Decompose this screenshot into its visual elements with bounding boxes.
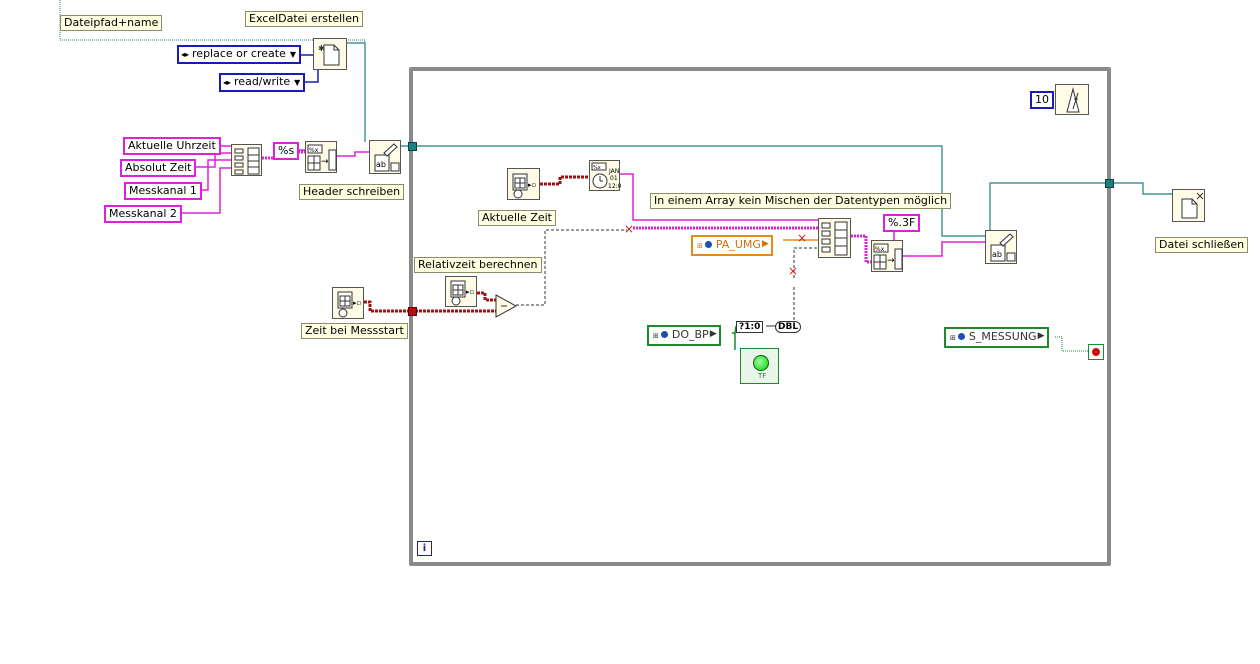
open-create-file-icon[interactable]: ✱ [313,38,347,70]
const-format-s[interactable]: %s [273,142,300,160]
global-var-icon: ⊞ [950,334,956,342]
enum-replace-or-create[interactable]: ◂▸replace or create▼ [177,45,301,64]
iteration-terminal[interactable]: i [417,541,432,556]
svg-text:ab: ab [376,160,386,169]
while-loop-frame[interactable] [409,67,1111,566]
globe-icon [704,241,712,248]
loop-tunnel-refnum-in[interactable] [408,142,417,151]
globe-icon [957,333,965,340]
wait-ms-metronome-icon[interactable] [1055,84,1089,115]
get-time-start-icon[interactable]: ▸▫ [332,287,364,319]
array-to-spreadsheet-icon[interactable]: %x→ [305,141,337,173]
get-time-relative-icon[interactable]: ▸▫ [445,276,477,307]
build-array-loop-icon[interactable] [818,218,851,258]
arrow-out-icon: ▶ [1037,331,1045,341]
stop-icon [1092,348,1100,356]
svg-text:×: × [797,231,807,245]
label-relativzeit: Relativzeit berechnen [414,257,542,273]
globe-icon [660,331,668,338]
label-aktuelle-zeit: Aktuelle Zeit [478,210,556,226]
enum-read-write[interactable]: ◂▸read/write▼ [219,73,306,92]
global-var-icon: ⊞ [653,332,659,340]
bool-to-number-icon[interactable]: ?1:0 [736,321,764,333]
const-messkanal-1[interactable]: Messkanal 1 [124,182,202,200]
const-aktuelle-uhrzeit[interactable]: Aktuelle Uhrzeit [123,137,221,155]
const-format-3f[interactable]: %.3F [883,214,921,232]
global-var-do-bp[interactable]: ⊞DO_BP▶ [647,325,721,346]
write-text-file-loop-icon[interactable]: ab [985,230,1017,264]
build-array-icon[interactable] [231,144,262,176]
label-header-schreiben: Header schreiben [299,184,405,200]
tf-icon: TF [758,372,767,380]
dropdown-icon: ▼ [289,50,296,59]
svg-text:→: → [321,157,329,167]
boolean-led-indicator[interactable]: TF [740,348,779,384]
svg-text:▸▫: ▸▫ [466,288,474,296]
enum-arrows-icon: ◂▸ [223,78,232,87]
const-messkanal-2[interactable]: Messkanal 2 [104,205,182,223]
const-wait-ms[interactable]: 10 [1030,91,1054,109]
write-text-file-icon[interactable]: ab [369,140,401,174]
svg-text:JAN: JAN [608,168,619,175]
loop-tunnel-refnum-out[interactable] [1105,179,1114,188]
get-date-time-icon[interactable]: ▸▫ [507,168,540,200]
svg-text:×: × [788,264,798,278]
label-excel-erstellen: ExcelDatei erstellen [245,11,363,27]
svg-text:%x: %x [875,246,885,253]
const-absolut-zeit[interactable]: Absolut Zeit [120,159,197,177]
label-dateipfad: Dateipfad+name [60,15,163,31]
svg-text:%x: %x [309,147,319,154]
label-zeit-messstart: Zeit bei Messstart [301,323,408,339]
loop-stop-terminal[interactable] [1088,344,1104,360]
loop-tunnel-timestamp-in[interactable] [408,307,417,316]
svg-text:%x: %x [593,165,601,171]
label-array-hinweis: In einem Array kein Mischen der Datentyp… [650,193,952,209]
dropdown-icon: ▼ [294,78,301,87]
arrow-out-icon: ▶ [761,239,769,249]
array-to-spreadsheet-loop-icon[interactable]: %x→ [871,240,903,272]
close-file-icon[interactable] [1172,189,1205,222]
svg-text:✱: ✱ [318,44,325,53]
global-var-icon: ⊞ [697,242,703,250]
subtract-icon[interactable] [495,294,517,318]
svg-text:12:01: 12:01 [608,183,621,190]
svg-text:→: → [887,256,895,266]
svg-text:▸▫: ▸▫ [353,299,361,307]
label-datei-schliessen: Datei schließen [1155,237,1249,253]
svg-text:×: × [624,222,634,236]
svg-text:ab: ab [992,250,1002,259]
global-var-pa-umg[interactable]: ⊞PA_UMG▶ [691,235,773,256]
arrow-out-icon: ▶ [709,329,717,339]
to-dbl-icon[interactable]: DBL [775,321,802,333]
svg-text:▸▫: ▸▫ [528,181,536,189]
global-var-s-messung[interactable]: ⊞S_MESSUNG▶ [944,327,1049,348]
led-icon [753,355,769,371]
svg-text:01: 01 [610,175,618,182]
enum-arrows-icon: ◂▸ [181,50,190,59]
